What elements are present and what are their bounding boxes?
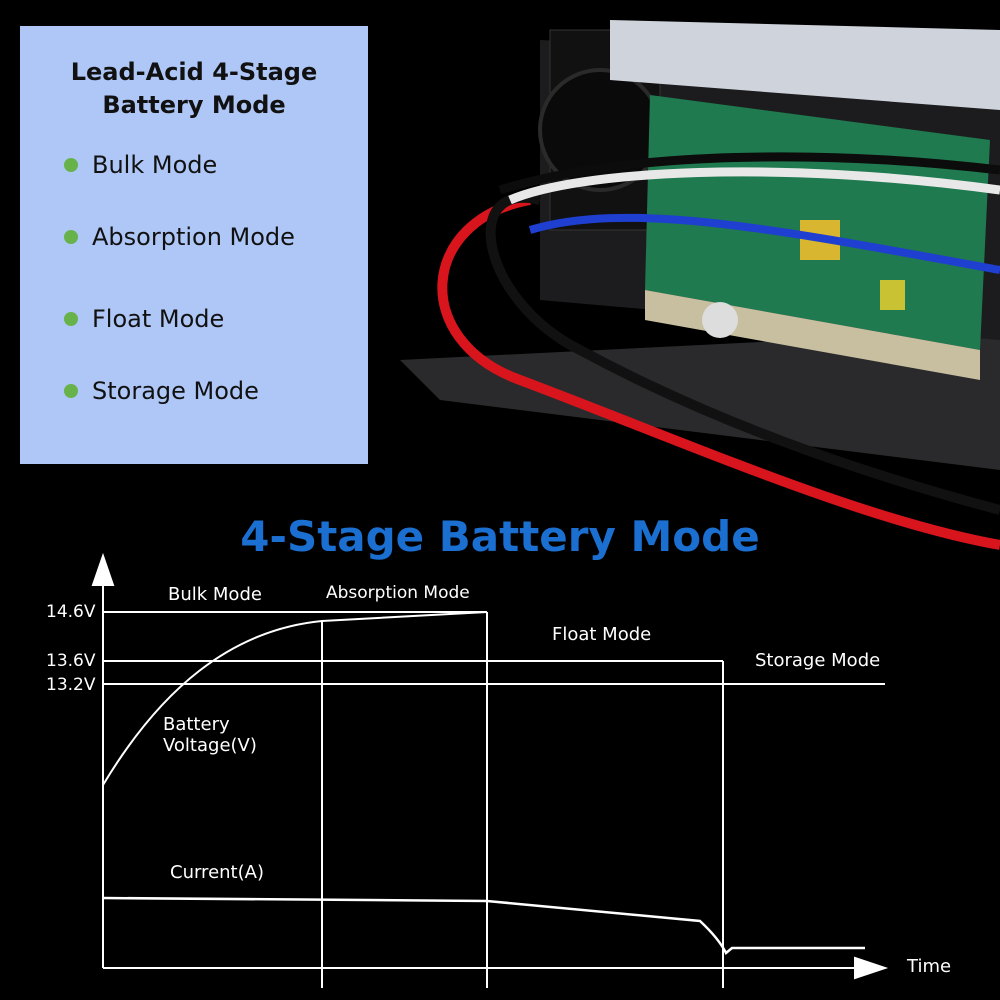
current-curve bbox=[102, 896, 865, 955]
y-axis-arrow-icon bbox=[91, 552, 115, 586]
list-item: Bulk Mode bbox=[64, 151, 217, 179]
tick-label: 14.6V bbox=[46, 602, 96, 622]
x-axis-label: Time bbox=[907, 956, 952, 977]
x-axis-arrow-icon bbox=[854, 956, 889, 980]
battery-charger-photo bbox=[400, 20, 1000, 550]
list-item: Absorption Mode bbox=[64, 223, 295, 251]
tick-label: 13.6V bbox=[46, 651, 96, 671]
bullet-icon bbox=[64, 312, 78, 326]
diagram-title: 4-Stage Battery Mode bbox=[240, 512, 760, 561]
bullet-icon bbox=[64, 158, 78, 172]
voltage-curve bbox=[102, 611, 488, 786]
stage-label-float: Float Mode bbox=[552, 624, 652, 645]
stage-label-storage: Storage Mode bbox=[755, 650, 881, 671]
tick-label: 13.2V bbox=[46, 675, 96, 695]
list-item: Float Mode bbox=[64, 305, 224, 333]
bullet-icon bbox=[64, 230, 78, 244]
stage-label-absorption: Absorption Mode bbox=[326, 583, 470, 603]
stage-label-bulk: Bulk Mode bbox=[168, 584, 262, 605]
bullet-icon bbox=[64, 384, 78, 398]
list-item: Storage Mode bbox=[64, 377, 259, 405]
current-label: Current(A) bbox=[170, 862, 264, 883]
